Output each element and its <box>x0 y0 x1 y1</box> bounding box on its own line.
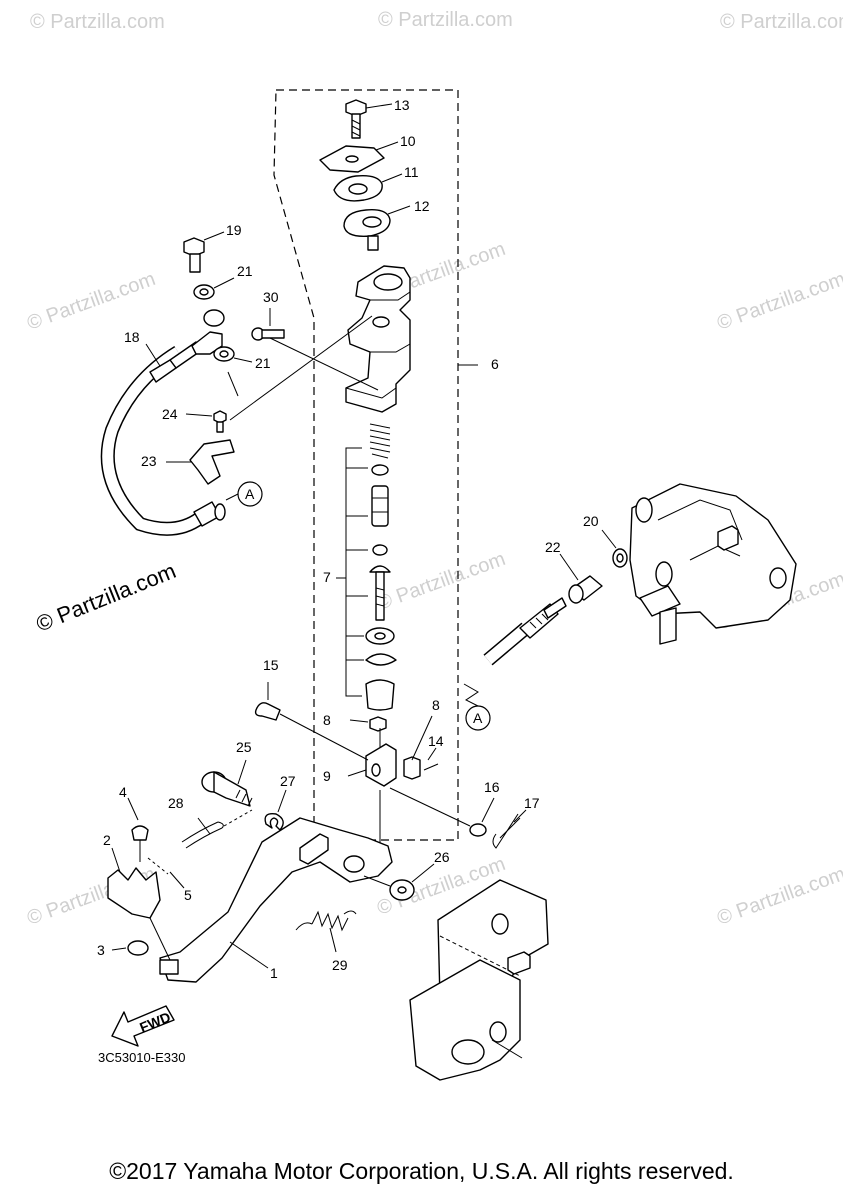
washer-21-bottom <box>213 346 253 397</box>
callout-21-bottom: 21 <box>255 355 271 371</box>
bolt-30 <box>251 308 285 341</box>
hose-clamp-23 <box>166 439 235 485</box>
callout-3: 3 <box>97 942 105 958</box>
watermarks: © Partzilla.com © Partzilla.com © Partzi… <box>24 9 843 930</box>
diaphragm-12 <box>343 205 411 251</box>
watermark-main: © Partzilla.com <box>33 558 180 637</box>
clevis-pin-15 <box>254 682 369 761</box>
callout-5: 5 <box>184 887 192 903</box>
callout-12: 12 <box>414 198 430 214</box>
pedal-tip-2 <box>107 847 171 961</box>
callouts: 1 2 3 4 5 6 7 8 8 9 10 11 12 13 14 15 16… <box>97 97 599 981</box>
callout-11: 11 <box>404 164 419 180</box>
cotter-pin-17 <box>492 809 527 849</box>
union-bolt-22 <box>559 553 603 604</box>
brake-pedal-1 <box>159 817 393 983</box>
callout-1: 1 <box>270 965 278 981</box>
nut-8-right <box>403 715 433 780</box>
washer-21-top <box>193 277 235 300</box>
bolt-13 <box>345 99 393 139</box>
watermark-text: © Partzilla.com <box>24 268 158 335</box>
callout-8-right: 8 <box>432 697 440 713</box>
callout-8-left: 8 <box>323 712 331 728</box>
callout-29: 29 <box>332 957 348 973</box>
clevis-9 <box>347 728 397 787</box>
copyright-notice: ©2017 Yamaha Motor Corporation, U.S.A. A… <box>109 1158 734 1184</box>
bolt-24 <box>185 410 227 433</box>
ref-a-label: A <box>473 710 483 726</box>
diagram-code: 3C53010-E330 <box>98 1050 185 1065</box>
brake-hose-18 <box>100 309 239 536</box>
callout-28: 28 <box>168 795 184 811</box>
callout-13: 13 <box>394 97 410 113</box>
master-cylinder-body <box>345 265 411 413</box>
reference-a-upper: A <box>237 481 263 507</box>
callout-20: 20 <box>583 513 599 529</box>
clip-28 <box>181 809 253 849</box>
watermark-text: © Partzilla.com <box>714 268 843 335</box>
watermark-text: © Partzilla.com <box>374 548 508 615</box>
callout-16: 16 <box>484 779 500 795</box>
ref-a-label: A <box>245 486 255 502</box>
callout-7: 7 <box>323 569 331 585</box>
clip-3 <box>111 940 149 956</box>
rear-caliper <box>629 483 797 645</box>
clip-5 <box>147 857 185 889</box>
callout-18: 18 <box>124 329 140 345</box>
callout-9: 9 <box>323 768 331 784</box>
callout-2: 2 <box>103 832 111 848</box>
callout-22: 22 <box>545 539 561 555</box>
callout-27: 27 <box>280 773 296 789</box>
leader-line <box>269 337 379 391</box>
washer-16 <box>389 787 495 837</box>
callout-14: 14 <box>428 733 444 749</box>
washer-20 <box>601 529 628 568</box>
callout-4: 4 <box>119 784 127 800</box>
leader-line <box>229 315 373 421</box>
pivot-shaft-25 <box>201 759 253 807</box>
reservoir-cap-10 <box>319 141 399 173</box>
callout-23: 23 <box>141 453 157 469</box>
watermark-text: © Partzilla.com <box>30 11 165 33</box>
reference-a-lower: A <box>463 683 491 731</box>
washer-26 <box>363 863 435 901</box>
pin-4 <box>127 797 149 862</box>
watermark-text: © Partzilla.com <box>378 9 513 31</box>
frame-bracket <box>409 879 549 1081</box>
spring-29 <box>295 910 357 953</box>
callout-10: 10 <box>400 133 416 149</box>
pin-14 <box>423 747 439 771</box>
callout-15: 15 <box>263 657 279 673</box>
watermark-text: © Partzilla.com <box>720 11 843 33</box>
piston-kit-7 <box>336 423 397 711</box>
callout-24: 24 <box>162 406 178 422</box>
callout-21-top: 21 <box>237 263 253 279</box>
kit-boundary <box>273 89 459 841</box>
fwd-arrow-icon: FWD <box>111 1005 175 1047</box>
callout-26: 26 <box>434 849 450 865</box>
caliper-hose <box>483 597 567 666</box>
fwd-label: FWD <box>137 1009 173 1036</box>
circlip-27 <box>264 789 287 831</box>
callout-6: 6 <box>491 356 499 372</box>
nut-8 <box>349 716 387 732</box>
plate-11 <box>333 173 403 202</box>
callout-19: 19 <box>226 222 242 238</box>
callout-30: 30 <box>263 289 279 305</box>
callout-17: 17 <box>524 795 540 811</box>
banjo-bolt-19 <box>183 231 225 273</box>
watermark-text: © Partzilla.com <box>714 863 843 930</box>
callout-25: 25 <box>236 739 252 755</box>
